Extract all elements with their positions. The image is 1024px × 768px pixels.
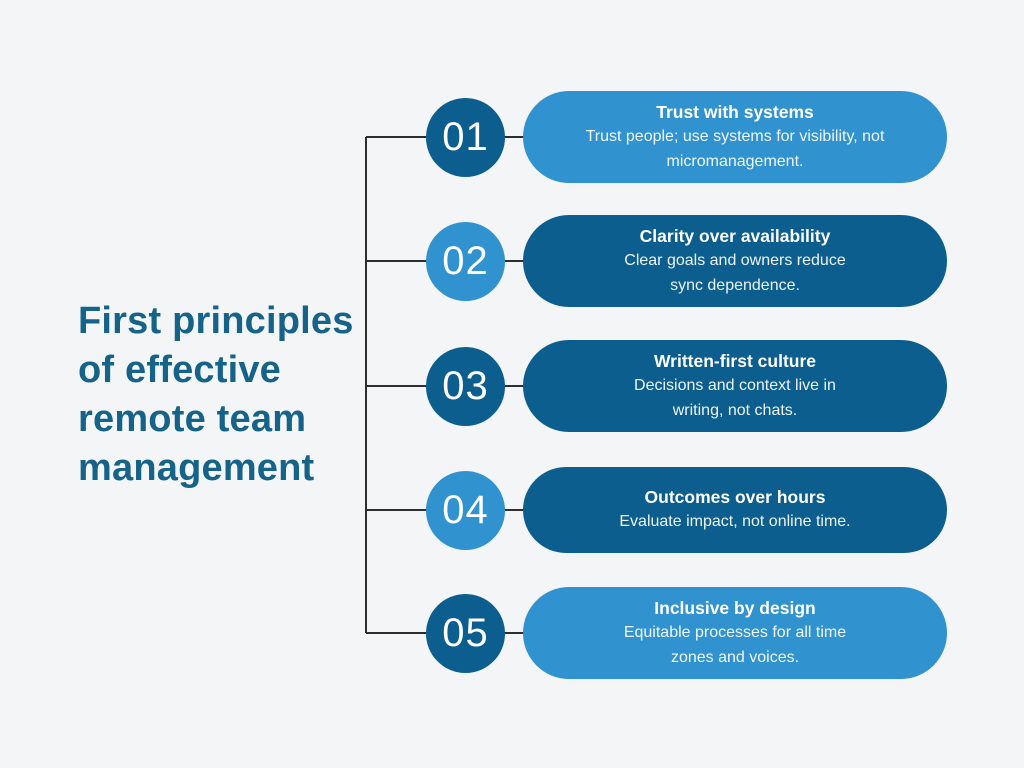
step-number-circle: 01 [426, 97, 505, 177]
page-title: First principles of effective remote tea… [78, 300, 354, 489]
step-number-circle: 03 [426, 346, 505, 426]
principle-row-2: 02 Clarity over availability Clear goals… [366, 215, 947, 307]
principle-row-5: 05 Inclusive by design Equitable process… [366, 587, 947, 679]
step-number-circle: 02 [426, 221, 505, 301]
principle-title: Written-first culture [653, 351, 817, 371]
principle-card: Clarity over availability Clear goals an… [523, 215, 947, 307]
step-number: 01 [442, 114, 489, 159]
principle-row-4: 04 Outcomes over hours Evaluate impact, … [366, 467, 947, 553]
principle-row-3: 03 Written-first culture Decisions and c… [366, 340, 947, 432]
step-number: 02 [442, 238, 489, 283]
principle-row-1: 01 Trust with systems Trust people; use … [366, 91, 947, 183]
principle-description: Trust people; use systems for visibility… [585, 128, 885, 170]
step-number-circle: 04 [426, 470, 505, 550]
principle-card: Inclusive by design Equitable processes … [523, 587, 947, 679]
principle-description: Equitable processes for all time zones a… [623, 624, 847, 666]
principle-title: Clarity over availability [639, 226, 831, 246]
principle-description: Evaluate impact, not online time. [619, 513, 851, 531]
principle-description: Clear goals and owners reduce sync depen… [624, 252, 846, 294]
step-number: 04 [442, 487, 489, 532]
principle-title: Inclusive by design [654, 598, 816, 618]
step-number: 05 [442, 610, 489, 655]
principle-card: Trust with systems Trust people; use sys… [523, 91, 947, 183]
step-number: 03 [442, 363, 489, 408]
principle-title: Trust with systems [656, 102, 814, 122]
principle-description: Decisions and context live in writing, n… [634, 377, 836, 419]
principle-title: Outcomes over hours [644, 487, 826, 508]
principle-card: Written-first culture Decisions and cont… [523, 340, 947, 432]
principle-card: Outcomes over hours Evaluate impact, not… [523, 467, 947, 553]
step-number-circle: 05 [426, 593, 505, 673]
